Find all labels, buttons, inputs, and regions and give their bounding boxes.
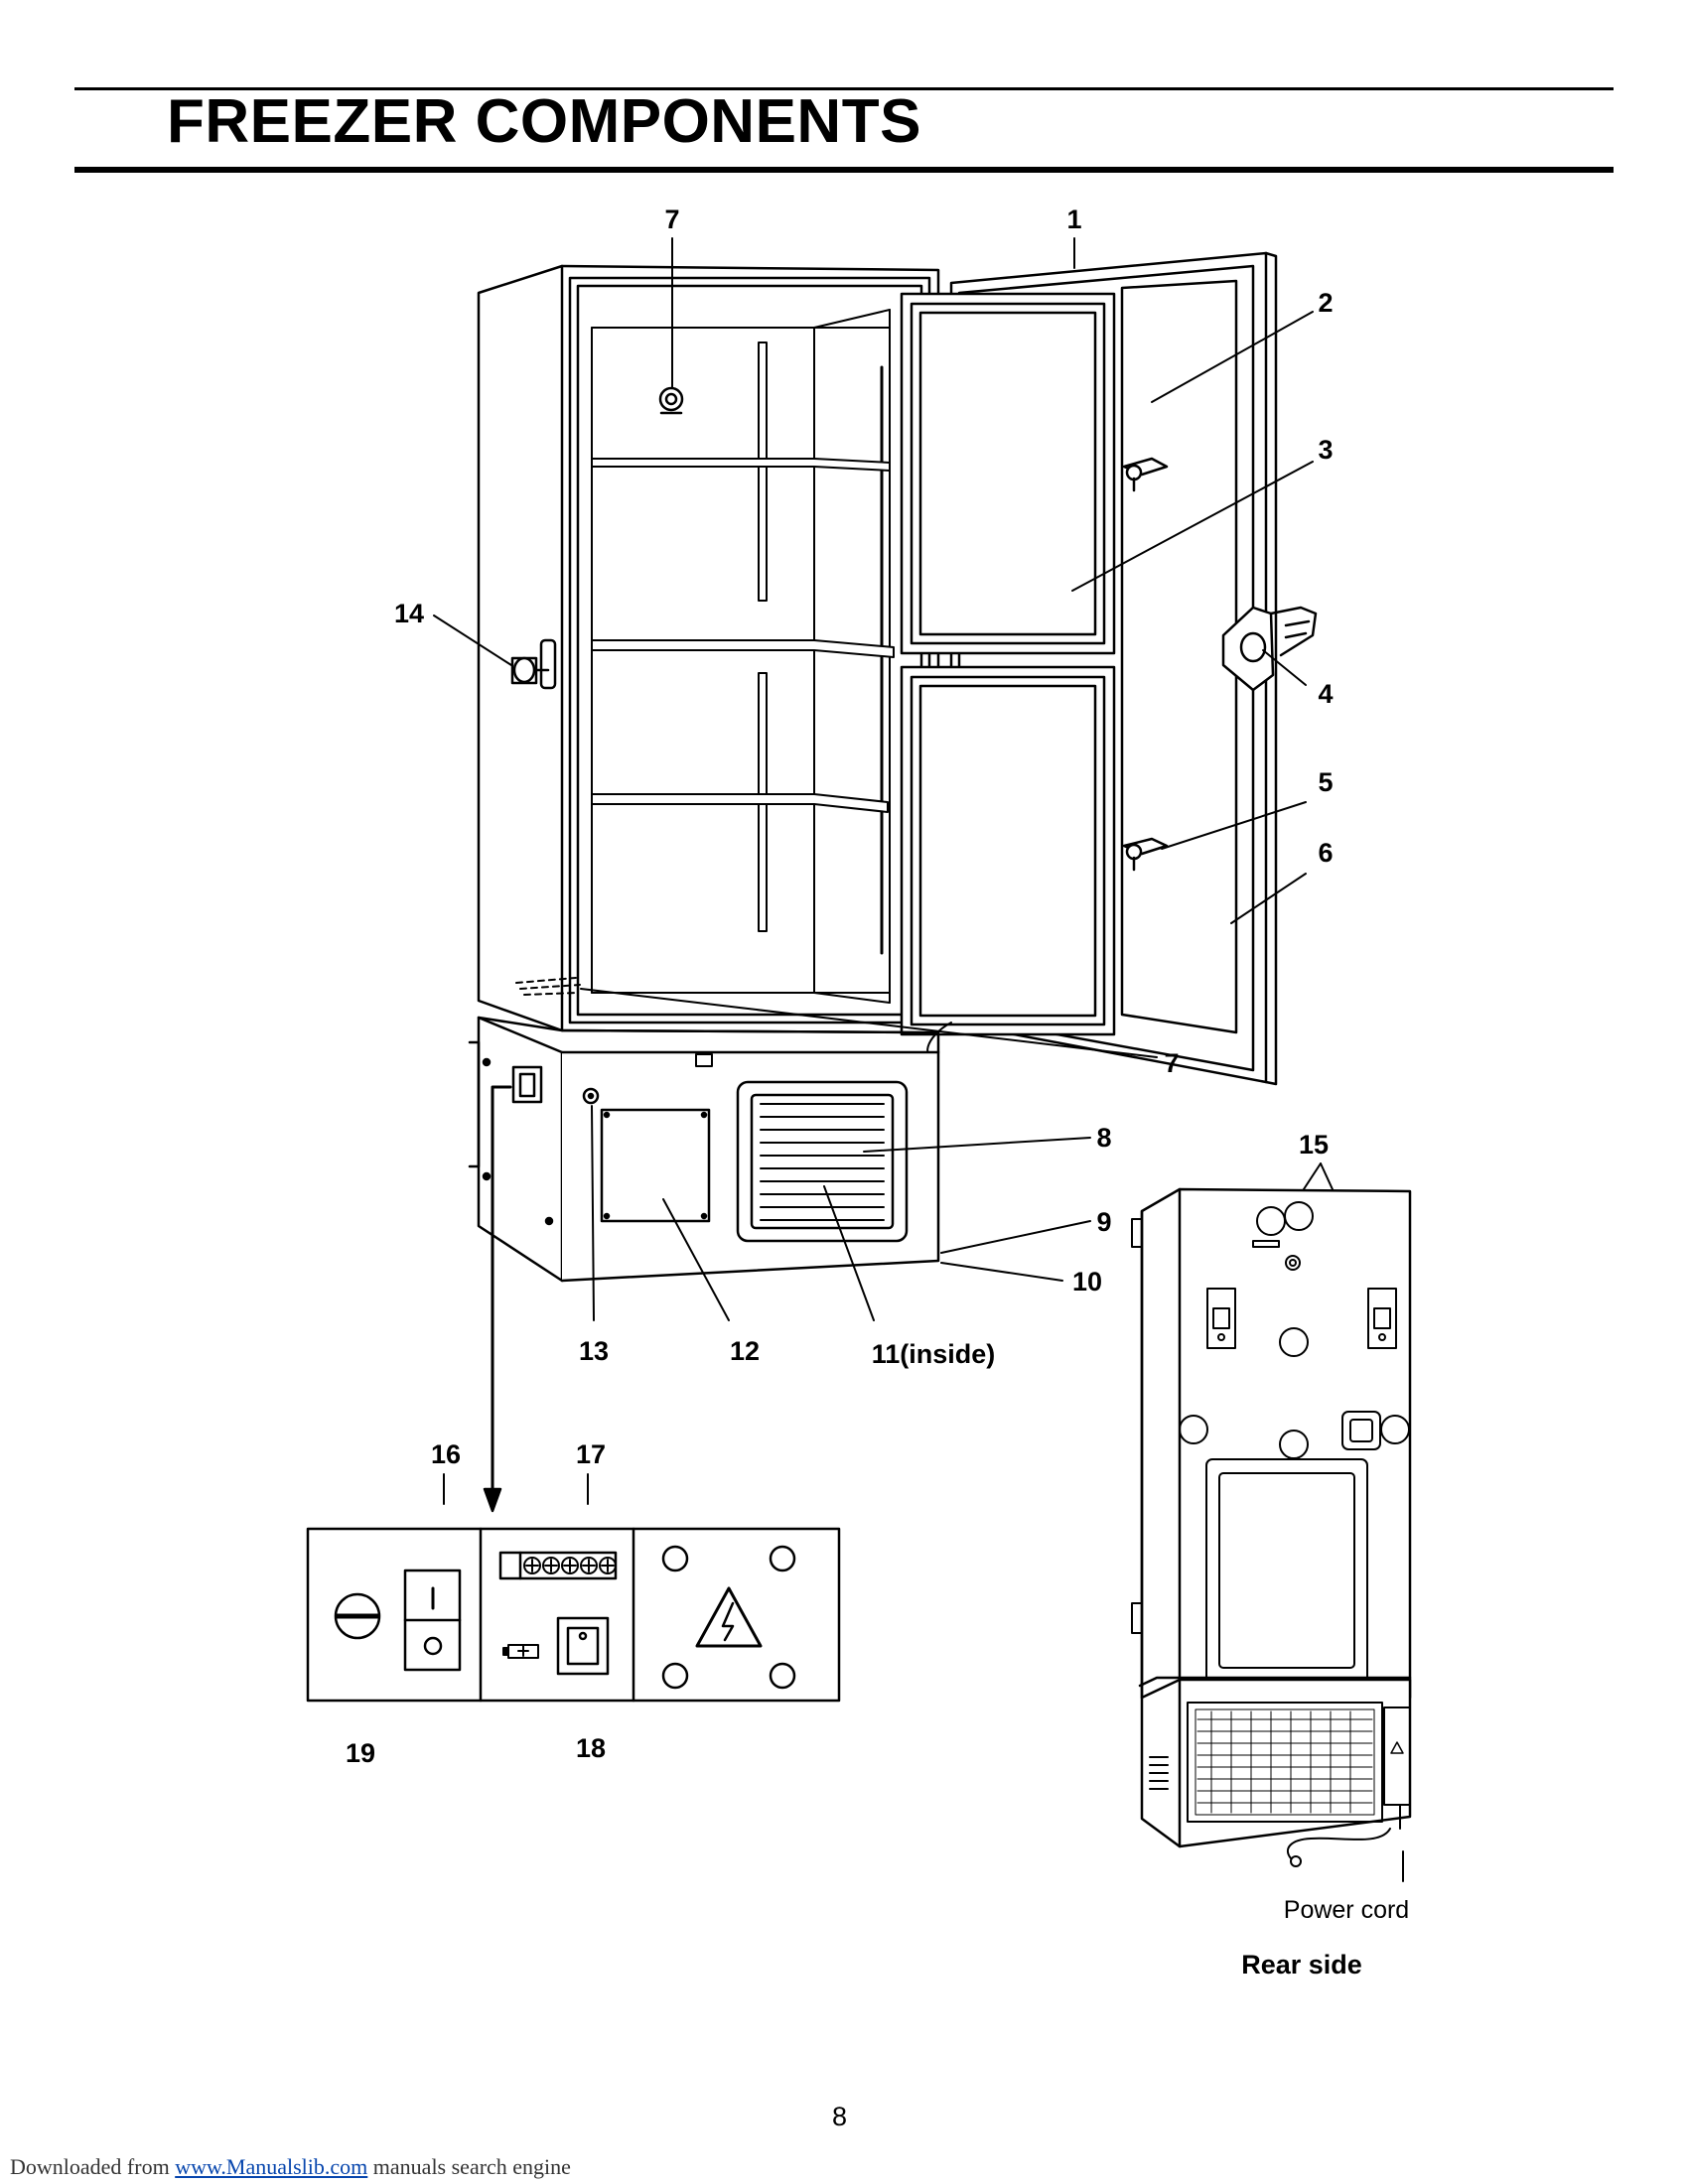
rear-brackets xyxy=(1206,1288,1397,1349)
page-title: FREEZER COMPONENTS xyxy=(167,87,921,156)
front-grille xyxy=(736,1080,909,1243)
access-port-icon xyxy=(582,1087,600,1105)
callout-labels: 1 2 3 4 5 6 7 7 8 9 10 11(inside) 12 13 … xyxy=(346,205,1409,1979)
terminal-screws xyxy=(523,1557,617,1574)
main-power-knob-icon xyxy=(334,1592,381,1640)
page-number: 8 xyxy=(832,2102,848,2131)
cabinet-body xyxy=(477,264,940,1034)
inner-door-lower xyxy=(900,665,1116,1036)
control-panel-arrow xyxy=(483,1085,512,1513)
footer-prefix: Downloaded from xyxy=(10,2154,176,2179)
inner-door-latch-upper xyxy=(1122,457,1169,492)
inner-door-upper xyxy=(900,292,1116,655)
manualslib-link[interactable]: www.Manualslib.com xyxy=(175,2154,368,2179)
lock-icon xyxy=(510,638,557,690)
rear-vent-mesh xyxy=(1196,1710,1373,1814)
callout-10: 10 xyxy=(1072,1267,1102,1297)
callout-18: 18 xyxy=(576,1733,606,1763)
door-handle xyxy=(1221,606,1318,692)
callout-3: 3 xyxy=(1318,435,1333,465)
callout-4: 4 xyxy=(1318,679,1333,709)
footer: Downloaded from www.Manualslib.com manua… xyxy=(10,2154,571,2180)
callout-2: 2 xyxy=(1318,288,1333,318)
rear-port-large xyxy=(1341,1411,1381,1450)
callout-15: 15 xyxy=(1299,1130,1329,1160)
rear-vent-grille xyxy=(1187,1702,1383,1823)
callout-7-bottom: 7 xyxy=(1164,1048,1179,1078)
grille-louvers xyxy=(760,1103,885,1221)
access-panel xyxy=(600,1108,711,1223)
inner-door-latch-lower xyxy=(1122,837,1169,872)
rear-cabinet xyxy=(1131,1187,1412,1700)
power-cord-label: Power cord xyxy=(1284,1896,1409,1924)
footer-suffix: manuals search engine xyxy=(367,2154,571,2179)
rear-machine-compartment xyxy=(1138,1676,1412,1848)
high-voltage-warning-icon xyxy=(695,1586,763,1648)
callout-1: 1 xyxy=(1066,205,1081,234)
power-cord xyxy=(1286,1804,1401,1867)
rear-side-vents xyxy=(1149,1756,1169,1790)
callout-11-inside: 11(inside) xyxy=(872,1339,996,1369)
callout-5: 5 xyxy=(1318,767,1333,797)
top-rule xyxy=(74,87,1614,90)
interior-compartment xyxy=(591,309,895,1004)
battery-icon xyxy=(502,1644,539,1659)
callout-6: 6 xyxy=(1318,838,1333,868)
callout-9: 9 xyxy=(1096,1207,1111,1237)
rear-side-caption: Rear side xyxy=(1241,1950,1362,1979)
sensor-port-icon xyxy=(658,386,684,415)
callout-17: 17 xyxy=(576,1439,606,1469)
callout-12: 12 xyxy=(730,1336,760,1366)
callout-7-top: 7 xyxy=(664,205,679,234)
rear-warning-box xyxy=(1383,1706,1411,1806)
title-underline xyxy=(74,167,1614,173)
callout-16: 16 xyxy=(431,1439,461,1469)
callout-19: 19 xyxy=(346,1738,375,1768)
power-switch xyxy=(403,1569,462,1672)
callout-13: 13 xyxy=(579,1336,609,1366)
callout-8: 8 xyxy=(1096,1123,1111,1153)
panel-screws xyxy=(661,1545,796,1690)
callout-14: 14 xyxy=(394,599,424,628)
rocker-switch-icon xyxy=(556,1616,610,1676)
